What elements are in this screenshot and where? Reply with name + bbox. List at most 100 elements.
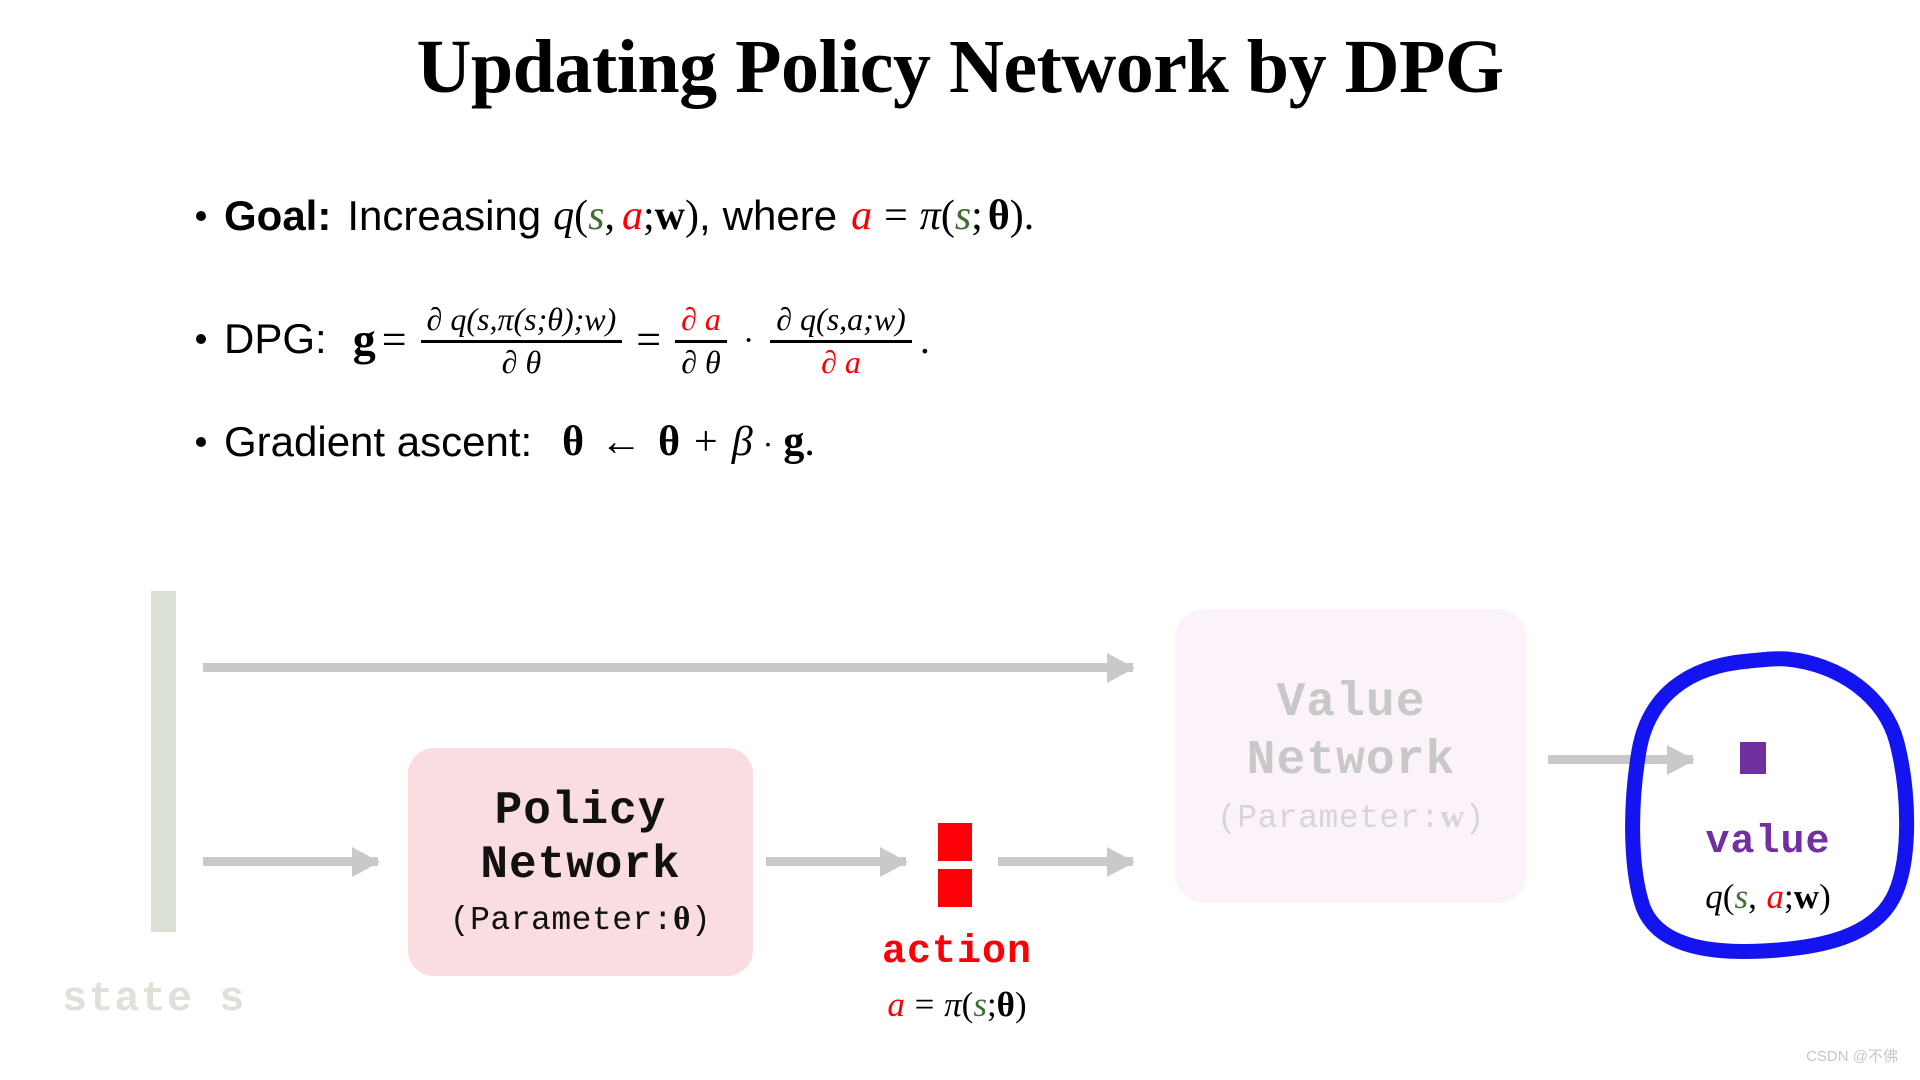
policy-parameter-prefix: (Parameter: (449, 901, 674, 939)
ga-left-arrow: ← (600, 419, 643, 465)
arrow-state-to-value-network (203, 663, 1133, 672)
bullet-dot-icon (196, 437, 206, 447)
goal-s-symbol-2: s (954, 193, 972, 239)
dpg-fraction-3-numerator: ∂ q(s,a;w) (776, 301, 906, 337)
action-icon-block-bottom (938, 869, 972, 907)
value-formula-comma: , (1748, 877, 1757, 916)
policy-network-box[interactable]: Policy Network (Parameter:θ) (408, 748, 753, 976)
page-title: Updating Policy Network by DPG (416, 25, 1505, 109)
goal-pi-symbol: π (919, 193, 941, 239)
bullet-goal-label: Goal: (224, 192, 332, 239)
policy-parameter-suffix: ) (690, 901, 712, 939)
value-parameter-symbol: w (1440, 798, 1465, 835)
action-formula-a: a (887, 985, 905, 1024)
value-parameter-suffix: ) (1464, 799, 1485, 837)
goal-semicolon-2: ; (971, 193, 983, 239)
bullet-dpg-label: DPG: (224, 315, 327, 363)
action-icon (938, 823, 972, 907)
bullet-goal: Goal: Increasing q ( s , a ; w ) , where… (196, 192, 1034, 240)
value-network-line-2: Network (1246, 734, 1456, 788)
action-icon-block-top (938, 823, 972, 861)
ga-beta-symbol: β (731, 419, 753, 465)
policy-parameter-symbol: θ (673, 900, 691, 937)
dpg-equals-2: = (636, 314, 662, 364)
goal-paren-close-2: ) (1009, 193, 1024, 239)
dpg-fraction-1-numerator: ∂ q(s,π(s;θ);w) (426, 301, 617, 337)
action-formula-s: s (973, 985, 987, 1024)
dpg-fraction-1: ∂ q(s,π(s;θ);w) ∂ θ (420, 301, 623, 381)
blue-highlight-circle (1625, 651, 1915, 959)
state-bar (151, 591, 176, 932)
state-label: state s (62, 975, 246, 1023)
fraction-bar (675, 339, 727, 343)
ga-period: . (804, 419, 815, 465)
fraction-bar (770, 339, 912, 343)
dpg-fraction-3: ∂ q(s,a;w) ∂ a (770, 301, 912, 381)
action-formula-equals: = (914, 985, 935, 1024)
action-formula-pi: π (944, 985, 962, 1024)
bullet-goal-text-2: where (722, 192, 838, 239)
goal-w-symbol: w (654, 193, 685, 239)
policy-network-parameter: (Parameter:θ) (450, 901, 711, 939)
value-formula-w: w (1793, 877, 1820, 916)
goal-a-symbol-2: a (851, 193, 873, 239)
bullet-dpg: DPG: g = ∂ q(s,π(s;θ);w) ∂ θ = ∂ a ∂ θ ·… (196, 300, 930, 381)
value-formula-semicolon: ; (1784, 877, 1794, 916)
goal-q-symbol: q (553, 193, 575, 239)
dpg-g-symbol: g (352, 313, 376, 365)
dpg-period: . (919, 316, 930, 362)
dpg-equals-1: = (381, 314, 407, 364)
goal-s-symbol: s (588, 193, 605, 239)
dpg-fraction-2: ∂ a ∂ θ (675, 301, 727, 381)
value-formula-paren-open: ( (1722, 877, 1735, 916)
value-label: value (1705, 820, 1831, 865)
bullet-goal-text-1: Increasing (347, 192, 542, 239)
policy-network-line-2: Network (480, 839, 681, 891)
dpg-dot-operator: · (742, 322, 755, 360)
dpg-fraction-1-denominator: ∂ θ (501, 343, 542, 380)
value-network-box[interactable]: Value Network (Parameter:w) (1175, 609, 1527, 903)
bullet-dot-icon (196, 334, 206, 345)
value-parameter-prefix: (Parameter: (1217, 799, 1441, 837)
value-formula: q(s, a;w) (1648, 877, 1888, 917)
ga-plus: + (694, 419, 718, 465)
value-formula-s: s (1734, 877, 1749, 916)
bullet-dot-icon (196, 211, 206, 221)
policy-network-line-1: Policy (494, 785, 667, 838)
goal-theta-symbol: θ (987, 193, 1010, 239)
dpg-fraction-2-numerator: ∂ a (681, 301, 721, 337)
goal-period: . (1023, 193, 1035, 239)
goal-a-symbol: a (621, 193, 643, 239)
action-formula-semicolon: ; (986, 985, 997, 1024)
goal-comma-2: , (699, 192, 711, 239)
action-formula-paren-close: ) (1014, 985, 1027, 1024)
value-formula-paren-close: ) (1819, 877, 1831, 916)
action-formula-theta: θ (996, 985, 1015, 1024)
goal-semicolon: ; (642, 193, 655, 239)
goal-equals: = (884, 193, 908, 239)
value-formula-a: a (1766, 877, 1785, 916)
ga-theta-symbol: θ (562, 419, 585, 465)
arrow-state-to-policy-network (203, 857, 378, 866)
goal-comma: , (604, 193, 615, 239)
arrow-value-network-to-value (1548, 755, 1693, 764)
goal-paren-close: ) (685, 193, 699, 239)
goal-paren-open-2: ( (940, 193, 955, 239)
ga-dot-operator: · (762, 425, 774, 462)
goal-paren-open: ( (574, 193, 589, 239)
value-formula-q: q (1705, 877, 1723, 916)
value-network-line-1: Value (1276, 676, 1426, 731)
arrow-policy-network-to-action (766, 857, 906, 866)
action-formula: a = π(s;θ) (857, 985, 1057, 1025)
bullet-gradient-ascent-label: Gradient ascent: (224, 418, 533, 465)
arrow-action-to-value-network (998, 857, 1133, 866)
ga-theta-symbol-2: θ (658, 419, 681, 465)
dpg-fraction-3-denominator: ∂ a (821, 343, 861, 380)
value-network-parameter: (Parameter:w) (1217, 799, 1485, 837)
watermark: CSDN @不佛 (1806, 1048, 1898, 1065)
fraction-bar (420, 339, 623, 343)
bullet-gradient-ascent: Gradient ascent: θ ← θ + β · g . (196, 418, 815, 466)
action-label: action (881, 930, 1033, 975)
ga-g-symbol: g (783, 419, 805, 465)
